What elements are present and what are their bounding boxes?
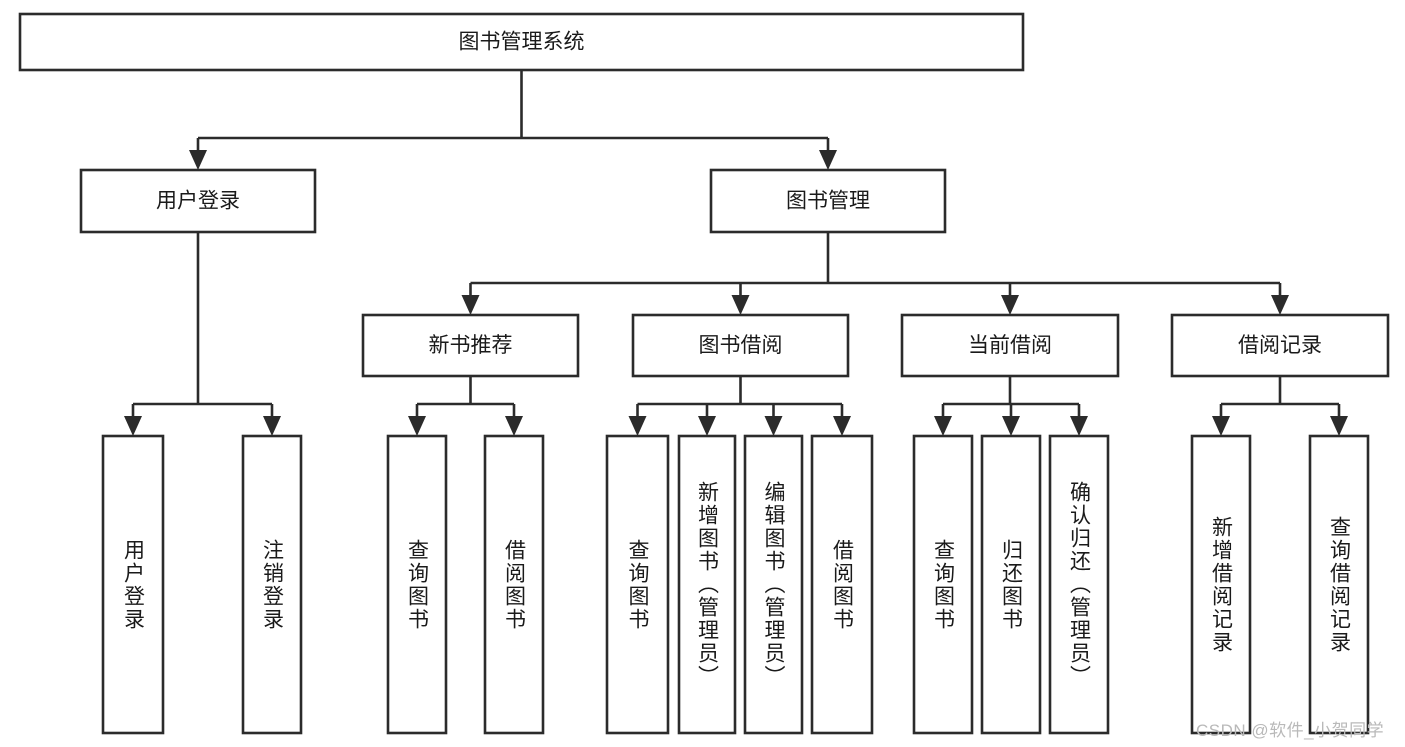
node-leaf-11[interactable] — [605, 434, 670, 735]
arrow-head-icon — [731, 295, 750, 315]
node-boxes-layer — [18, 12, 1390, 735]
node-box[interactable] — [743, 434, 804, 735]
node-level2-1[interactable] — [79, 168, 317, 234]
node-label: 借阅记录 — [1238, 334, 1322, 357]
node-leaf-12[interactable] — [677, 434, 737, 735]
node-box[interactable] — [241, 434, 303, 735]
node-box[interactable] — [1190, 434, 1252, 735]
arrow-head-icon — [189, 150, 207, 170]
node-label: 用户登录 — [156, 190, 240, 213]
node-leaf-15[interactable] — [912, 434, 974, 735]
node-box[interactable] — [912, 434, 974, 735]
node-box[interactable] — [79, 168, 317, 234]
node-box[interactable] — [980, 434, 1042, 735]
arrow-head-icon — [628, 416, 647, 436]
connectors-layer — [124, 70, 1348, 436]
node-level2-2[interactable] — [709, 168, 947, 234]
node-box[interactable] — [677, 434, 737, 735]
node-leaf-8[interactable] — [241, 434, 303, 735]
arrow-head-icon — [764, 416, 783, 436]
node-label: 当前借阅 — [968, 334, 1052, 357]
node-leaf-9[interactable] — [386, 434, 448, 735]
node-label: 图书管理系统 — [459, 31, 585, 54]
arrow-head-icon — [1212, 416, 1230, 436]
node-leaf-14[interactable] — [810, 434, 874, 735]
node-box[interactable] — [810, 434, 874, 735]
node-box[interactable] — [631, 313, 850, 378]
node-root-0[interactable] — [18, 12, 1025, 72]
arrow-head-icon — [124, 416, 142, 436]
arrow-head-icon — [1271, 295, 1289, 315]
node-label: 图书借阅 — [699, 334, 783, 357]
node-box[interactable] — [900, 313, 1120, 378]
arrow-head-icon — [461, 295, 480, 315]
node-label: 新书推荐 — [429, 334, 513, 357]
node-leaf-16[interactable] — [980, 434, 1042, 735]
arrow-head-icon — [408, 416, 426, 436]
node-leaf-19[interactable] — [1308, 434, 1370, 735]
arrow-head-icon — [1002, 416, 1020, 436]
node-label: 图书管理 — [786, 190, 870, 213]
arrow-head-icon — [505, 416, 523, 436]
arrow-head-icon — [833, 416, 851, 436]
node-box[interactable] — [361, 313, 580, 378]
node-leaf-17[interactable] — [1048, 434, 1110, 735]
node-level3-3[interactable] — [361, 313, 580, 378]
node-box[interactable] — [1048, 434, 1110, 735]
node-level3-6[interactable] — [1170, 313, 1390, 378]
node-leaf-7[interactable] — [101, 434, 165, 735]
csdn-watermark: CSDN @软件_小贺同学 — [1196, 721, 1385, 740]
node-box[interactable] — [18, 12, 1025, 72]
node-box[interactable] — [1308, 434, 1370, 735]
node-box[interactable] — [483, 434, 545, 735]
node-level3-4[interactable] — [631, 313, 850, 378]
arrow-head-icon — [1070, 416, 1088, 436]
node-box[interactable] — [605, 434, 670, 735]
arrow-head-icon — [819, 150, 837, 170]
node-box[interactable] — [101, 434, 165, 735]
node-leaf-18[interactable] — [1190, 434, 1252, 735]
arrow-head-icon — [263, 416, 281, 436]
arrow-head-icon — [1330, 416, 1348, 436]
arrow-head-icon — [934, 416, 952, 436]
node-leaf-10[interactable] — [483, 434, 545, 735]
arrow-head-icon — [1001, 295, 1019, 315]
node-box[interactable] — [709, 168, 947, 234]
arrow-head-icon — [698, 416, 716, 436]
node-box[interactable] — [1170, 313, 1390, 378]
node-level3-5[interactable] — [900, 313, 1120, 378]
node-box[interactable] — [386, 434, 448, 735]
node-leaf-13[interactable] — [743, 434, 804, 735]
